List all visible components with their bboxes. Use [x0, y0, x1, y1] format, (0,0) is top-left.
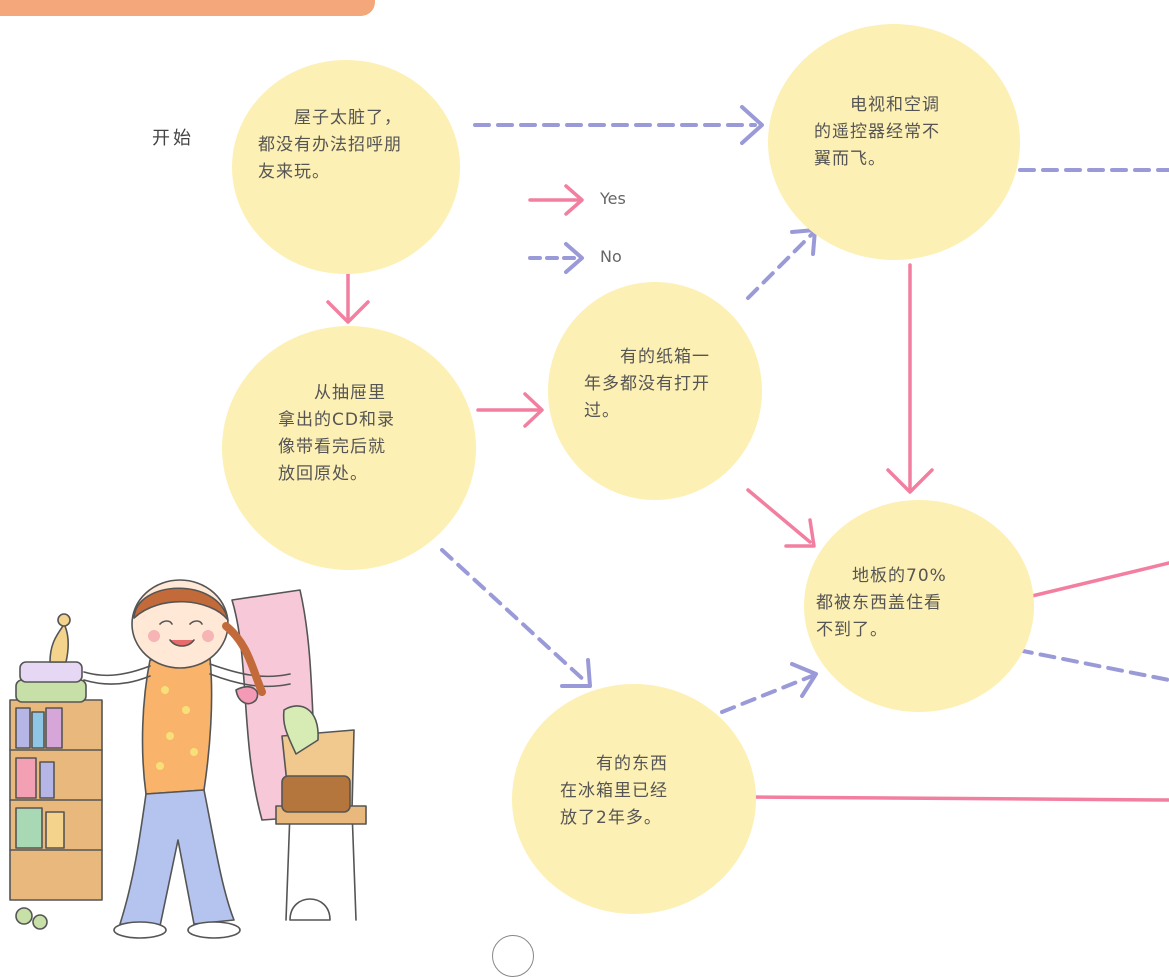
node-floor-text: 地板的70% 都被东西盖住看 不到了。	[816, 566, 947, 640]
legend-no-label: No	[600, 247, 622, 266]
arrowhead-cd-to-fridge	[560, 658, 592, 688]
node-fridge-text: 有的东西 在冰箱里已经 放了2年多。	[560, 754, 668, 828]
arrowhead-cd-to-boxes	[523, 392, 544, 428]
node-dirty-room-text: 屋子太脏了， 都没有办法招呼朋 友来玩。	[258, 108, 402, 182]
page-number-circle	[492, 935, 534, 977]
arrow-boxes-to-remote-no	[746, 232, 814, 300]
arrow-fridge-right-yes	[750, 795, 1169, 802]
node-boxes-text: 有的纸箱一 年多都没有打开 过。	[584, 347, 710, 421]
arrowhead-remote-to-floor	[886, 468, 934, 494]
legend-no-head	[564, 242, 584, 274]
bag	[281, 775, 351, 813]
node-dirty-room	[232, 60, 460, 274]
arrow-cd-to-fridge-no	[440, 548, 588, 684]
legend-yes-label: Yes	[600, 189, 626, 208]
node-boxes	[548, 282, 762, 500]
arrow-fridge-to-floor-no	[720, 674, 814, 714]
girl-pants	[119, 789, 235, 927]
arrow-floor-right-no	[1016, 648, 1169, 682]
node-remote-text: 电视和空调 的遥控器经常不 翼而飞。	[814, 95, 940, 169]
arrow-floor-right-yes	[1030, 561, 1169, 598]
node-fridge	[512, 684, 756, 914]
node-floor	[804, 500, 1034, 712]
girl-illustration	[9, 579, 367, 939]
legend-yes-head	[564, 184, 584, 216]
node-cd-drawer-text: 从抽屉里 拿出的CD和录 像带看完后就 放回原处。	[278, 383, 395, 484]
arrowhead-dirty-to-remote	[740, 105, 764, 145]
arrowhead-fridge-to-floor	[790, 662, 818, 698]
node-remote	[768, 24, 1020, 260]
arrowhead-dirty-to-cd	[326, 300, 370, 324]
arrowhead-boxes-to-floor	[784, 518, 816, 548]
girl-shirt	[141, 657, 213, 795]
node-cd-drawer	[222, 326, 476, 570]
curtain-bow	[235, 685, 259, 705]
header-tab	[0, 0, 375, 16]
start-label: 开始	[152, 128, 194, 149]
arrow-boxes-to-floor-yes	[746, 488, 812, 544]
